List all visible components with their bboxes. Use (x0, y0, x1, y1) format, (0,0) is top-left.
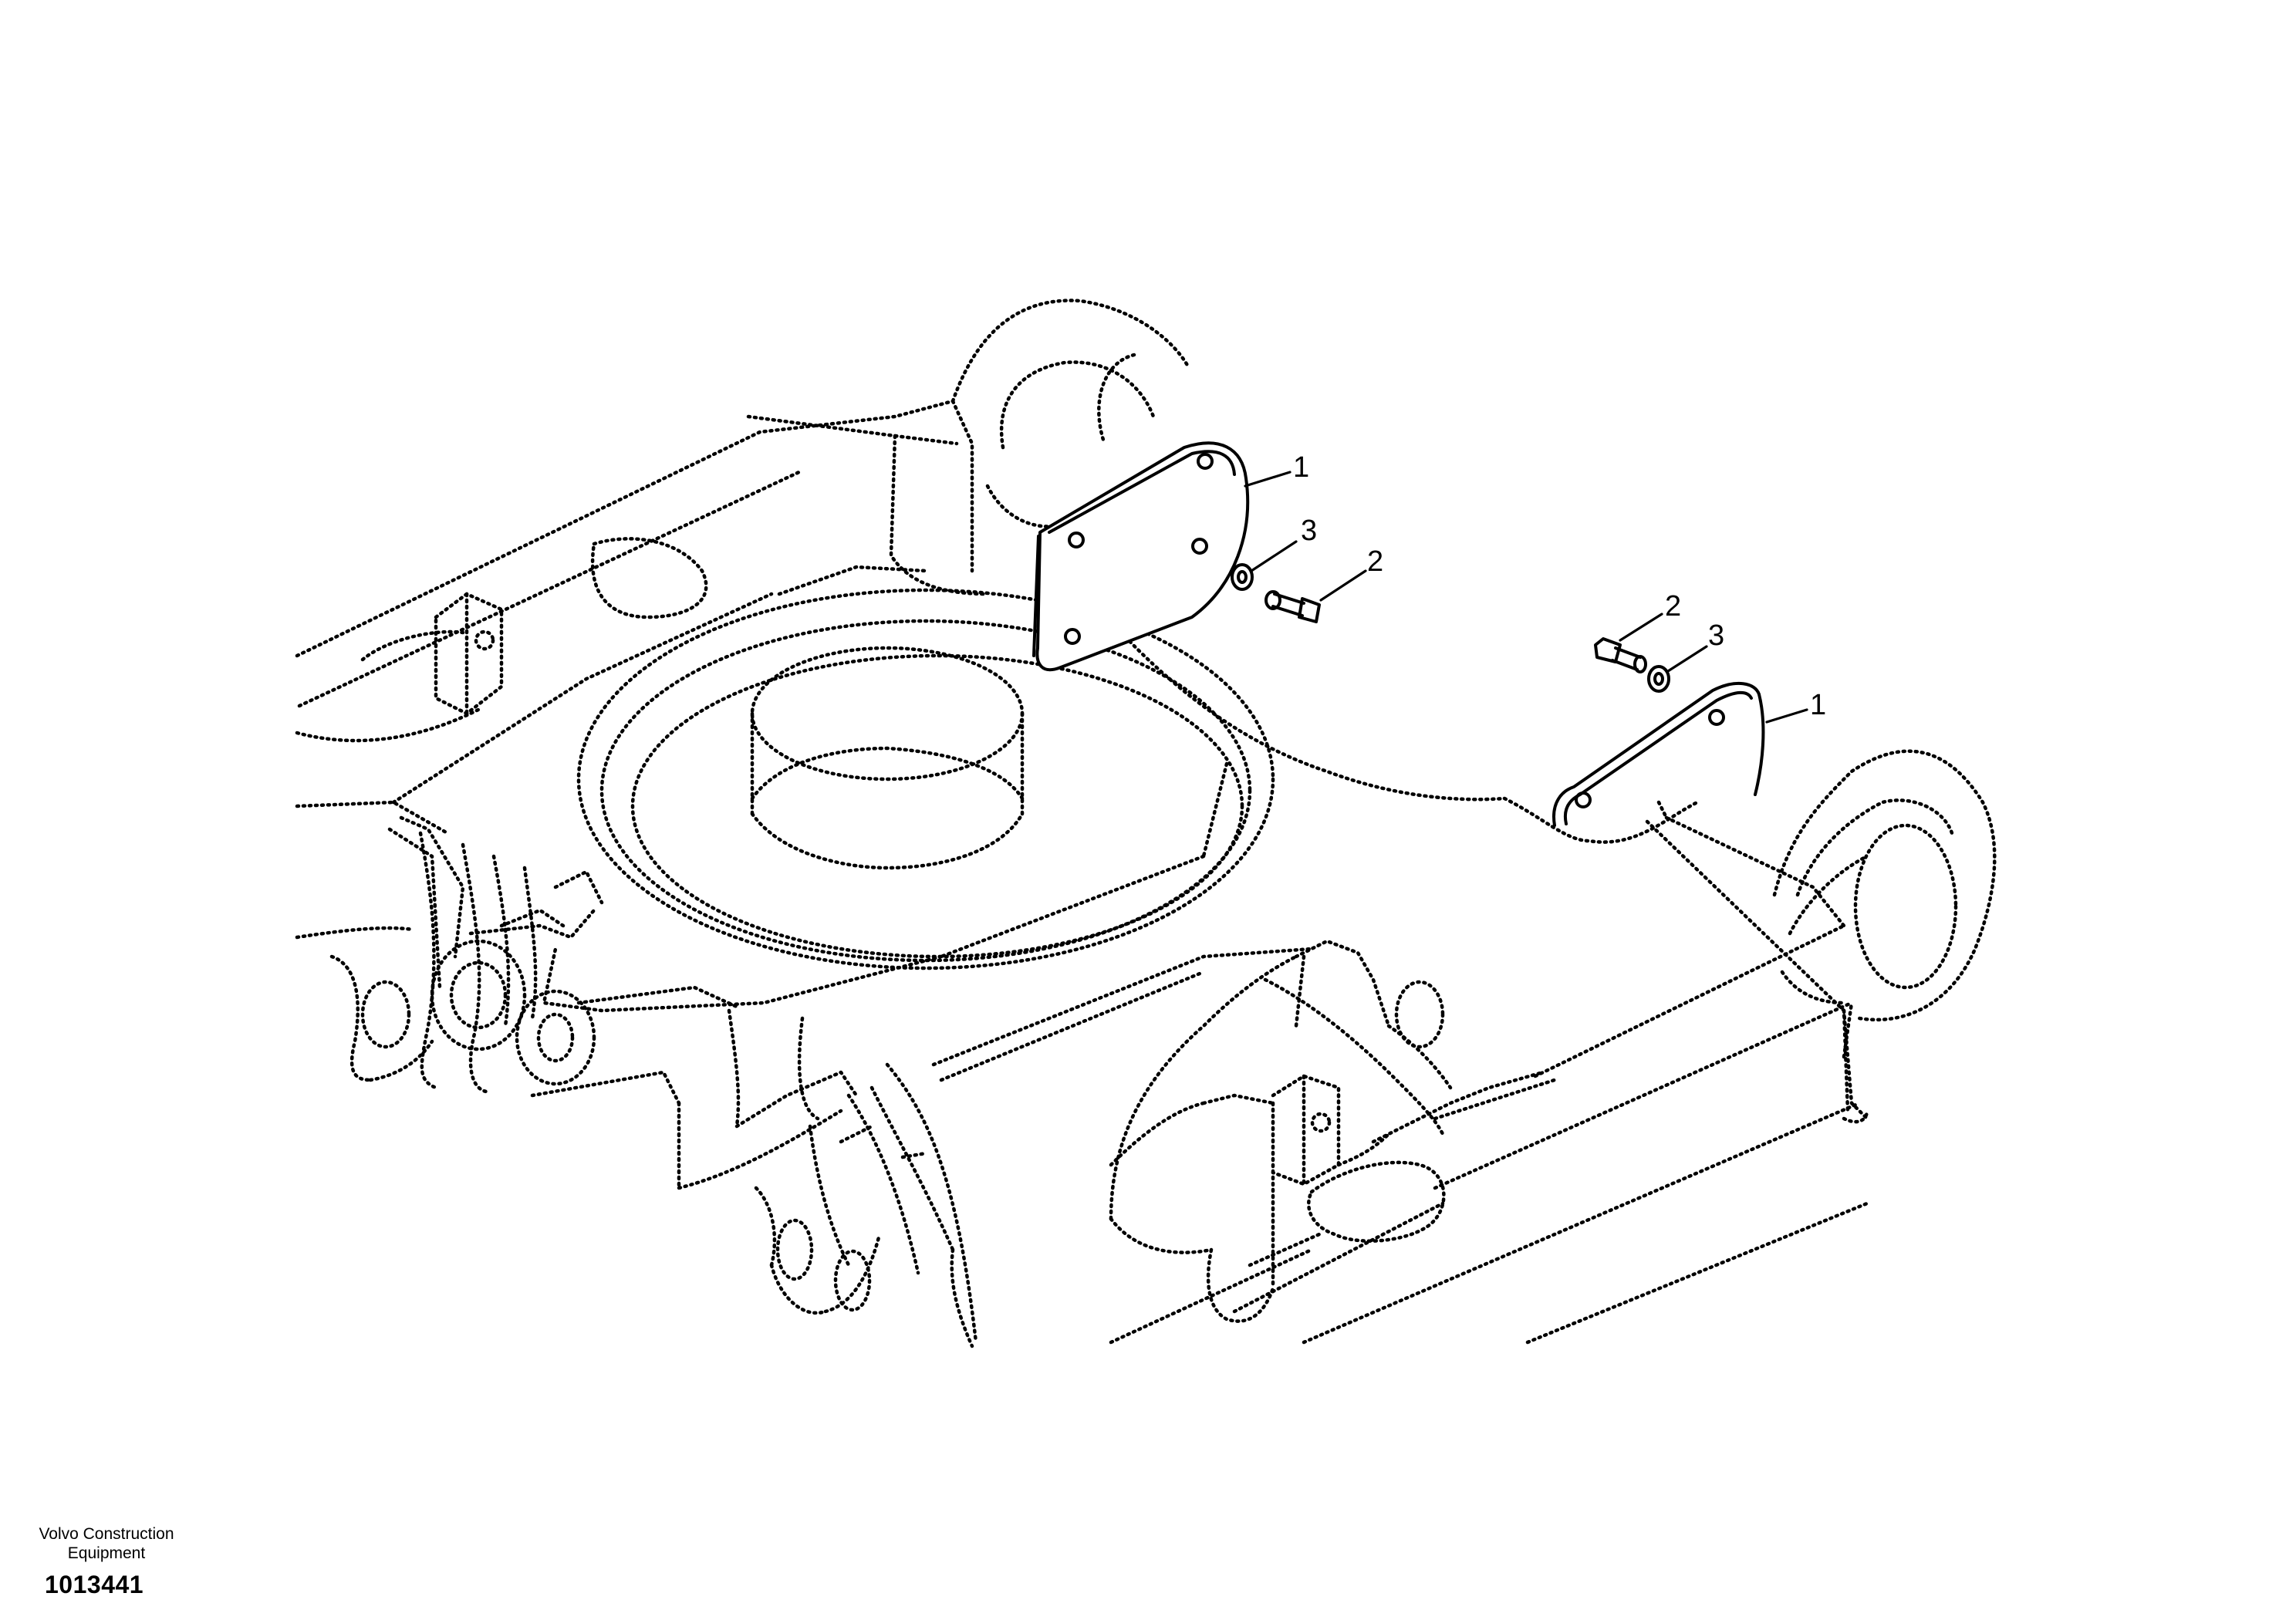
leader-right-cover-plate (1765, 708, 1808, 724)
callout-left-bolt: 2 (1367, 545, 1383, 578)
left-washer (1231, 563, 1254, 591)
right-washer (1647, 665, 1670, 693)
left-bolt (1264, 590, 1321, 623)
callout-right-bolt: 2 (1665, 590, 1681, 623)
right-bolt (1594, 637, 1647, 673)
callout-right-cover-plate: 1 (1810, 689, 1826, 721)
callout-left-washer: 3 (1301, 515, 1317, 547)
leader-left-washer (1250, 540, 1298, 572)
left-cover-plate (1032, 441, 1250, 672)
drawing-number: 1013441 (45, 1571, 144, 1598)
callout-numbers: 1 3 2 2 3 1 (1293, 451, 1826, 721)
right-cover-plate (1552, 681, 1765, 827)
leader-right-bolt (1619, 613, 1663, 642)
callout-left-cover-plate: 1 (1293, 451, 1309, 484)
frame-ghost-outline (295, 299, 1997, 1348)
leader-left-bolt (1319, 569, 1367, 602)
leader-lines (1244, 471, 1808, 724)
leader-left-cover-plate (1244, 471, 1292, 488)
callout-right-washer: 3 (1708, 619, 1724, 652)
manufacturer-label: Volvo Construction Equipment (39, 1525, 174, 1562)
leader-right-washer (1666, 645, 1708, 673)
